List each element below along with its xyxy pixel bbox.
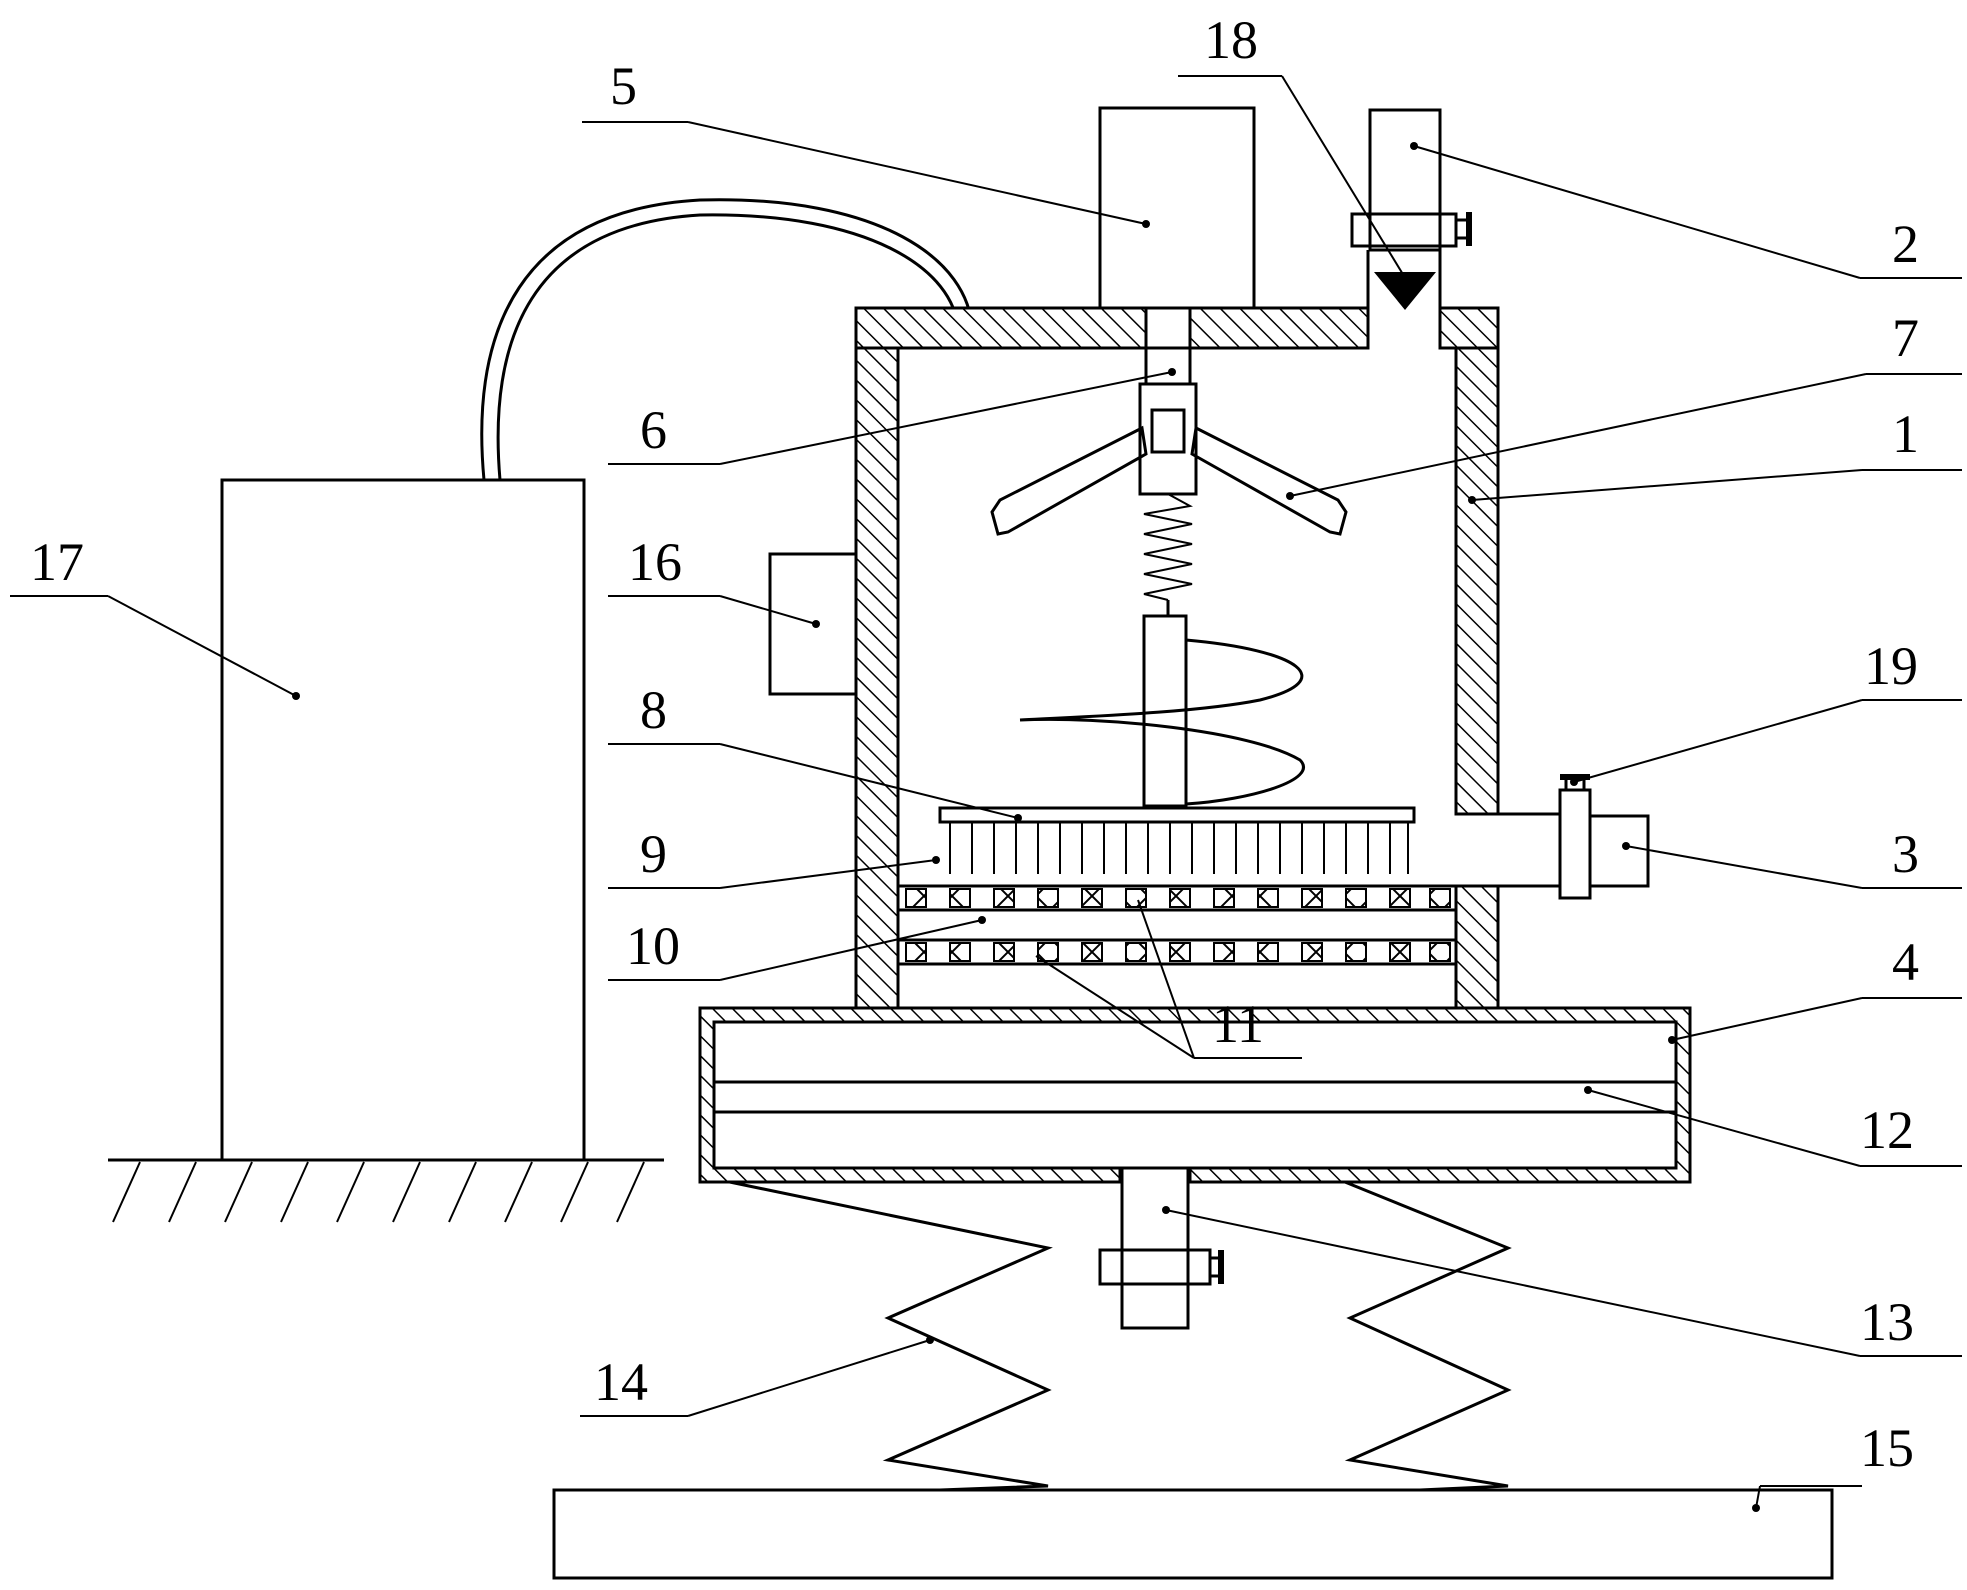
- leader-dots: [292, 142, 1760, 1512]
- housing: [854, 250, 1560, 1010]
- rotor: [990, 346, 1348, 808]
- label-8: 8: [640, 680, 667, 740]
- label-1: 1: [1892, 404, 1919, 464]
- lower-tray: [698, 1006, 1692, 1184]
- controller: [768, 552, 858, 696]
- drain-pipe: [1098, 1166, 1224, 1330]
- label-15: 15: [1860, 1418, 1914, 1478]
- label-16: 16: [628, 532, 682, 592]
- label-19: 19: [1864, 636, 1918, 696]
- label-13: 13: [1860, 1292, 1914, 1352]
- tank-box: [220, 478, 586, 1162]
- label-17: 17: [30, 532, 84, 592]
- label-9: 9: [640, 824, 667, 884]
- leaders: [10, 75, 1962, 1509]
- label-14: 14: [594, 1352, 648, 1412]
- inlet: [1350, 108, 1472, 310]
- label-12: 12: [1860, 1100, 1914, 1160]
- label-6: 6: [640, 400, 667, 460]
- ground: [108, 1158, 664, 1223]
- springs: [719, 1178, 1512, 1492]
- label-11: 11: [1212, 994, 1264, 1054]
- labels: 1 2 3 4 5 6 7 8 9 10 11 12 13 14 15 16 1…: [30, 10, 1919, 1478]
- label-10: 10: [626, 916, 680, 976]
- label-2: 2: [1892, 214, 1919, 274]
- motor: [1098, 106, 1256, 310]
- label-5: 5: [610, 56, 637, 116]
- hose: [480, 198, 974, 481]
- brush: [938, 806, 1416, 874]
- filter-screen: [896, 884, 1458, 966]
- outlet-valve: [1558, 774, 1650, 900]
- base-plate: [552, 1488, 1834, 1580]
- label-18: 18: [1204, 10, 1258, 70]
- label-7: 7: [1892, 308, 1919, 368]
- label-4: 4: [1892, 932, 1919, 992]
- label-3: 3: [1892, 824, 1919, 884]
